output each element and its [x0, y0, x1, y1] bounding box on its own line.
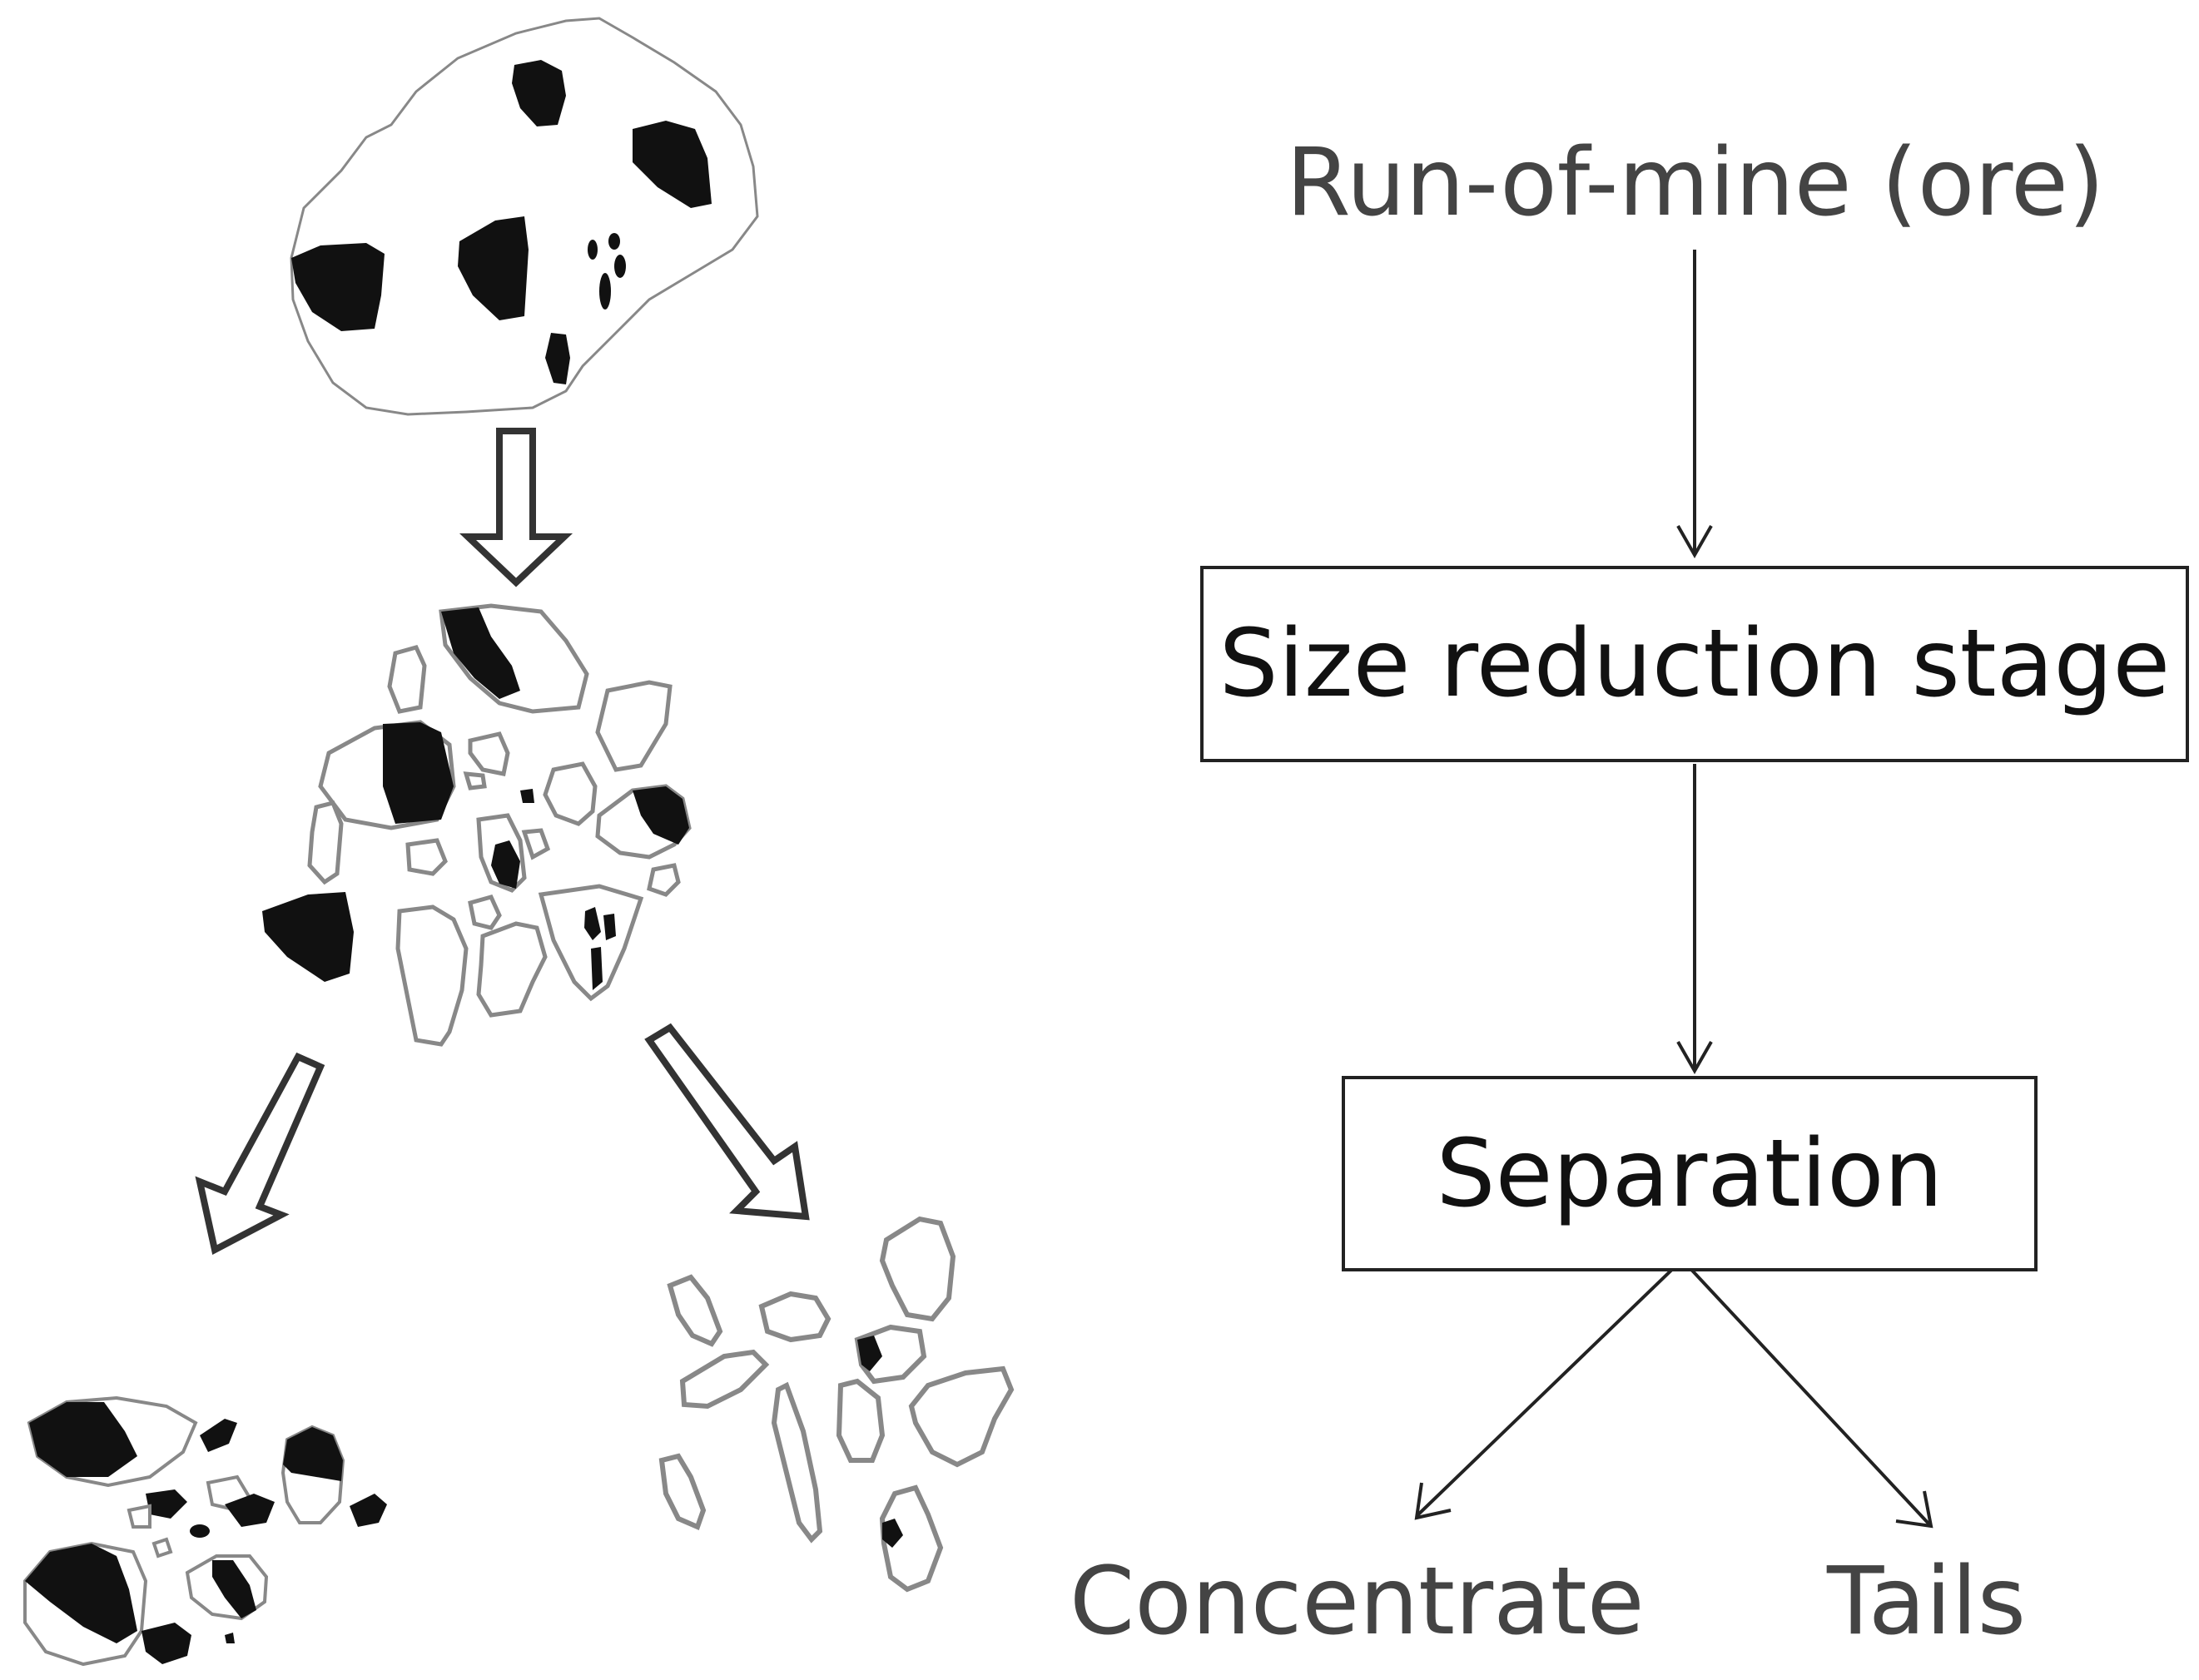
- separation-label: Separation: [1436, 1119, 1943, 1228]
- arrowhead-tails: [1895, 1490, 1933, 1529]
- arrowhead-concentrate: [1414, 1482, 1452, 1520]
- concentrate-label: Concentrate: [1070, 1548, 1645, 1656]
- size-reduction-label: Size reduction stage: [1219, 610, 2171, 718]
- hollow-arrow-down: [459, 428, 573, 587]
- crushed-particles: [262, 603, 692, 1047]
- arrowhead-size-reduction: [1676, 525, 1713, 559]
- hollow-arrow-down-right: [644, 1023, 810, 1221]
- tails-label: Tails: [1827, 1548, 2027, 1656]
- ore-rock-large: [290, 17, 759, 416]
- arrowhead-separation: [1676, 1041, 1713, 1075]
- size-reduction-box: Size reduction stage: [1200, 566, 2189, 762]
- hollow-arrow-down-left: [195, 1052, 325, 1255]
- run-of-mine-label: Run-of-mine (ore): [1286, 129, 2105, 237]
- separation-to-concentrate-line: [1415, 1259, 1683, 1518]
- flow-connectors: [1414, 250, 1933, 1529]
- tailing-particles: [658, 1216, 1015, 1593]
- separation-box: Separation: [1342, 1076, 2038, 1271]
- concentrate-particles: [23, 1395, 387, 1667]
- separation-to-tails-line: [1681, 1259, 1931, 1526]
